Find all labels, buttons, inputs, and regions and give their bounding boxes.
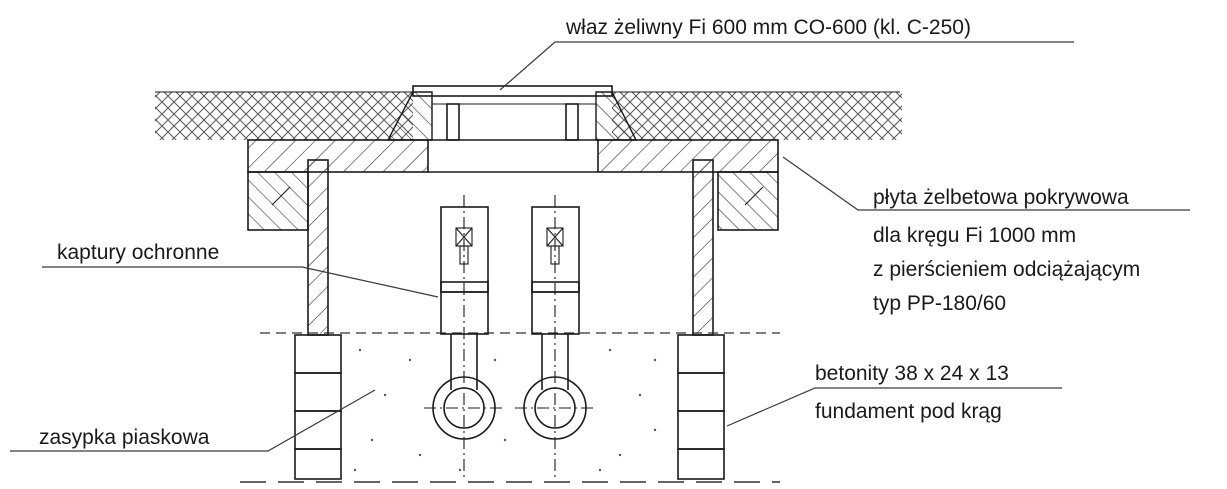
label-cover-slab-1: płyta żelbetowa pokrywowa xyxy=(873,186,1129,209)
leader-protective-caps xyxy=(42,266,439,298)
leader-concrete-blocks xyxy=(726,387,1062,427)
leader-manhole-cover xyxy=(499,41,1074,91)
label-manhole-cover: właz żeliwny Fi 600 mm CO-600 (kl. C-250… xyxy=(565,16,971,39)
leader-cover-slab xyxy=(782,156,1190,211)
label-sand-backfill: zasypka piaskowa xyxy=(39,426,210,449)
label-cover-slab-2: dla kręgu Fi 1000 mm xyxy=(873,224,1076,247)
soil-layer xyxy=(155,91,902,140)
label-cover-slab-3: z pierścieniem odciążającym xyxy=(873,258,1140,281)
label-protective-caps: kaptury ochronne xyxy=(57,241,219,264)
valve-assembly-2 xyxy=(515,195,595,480)
block-foundation-right xyxy=(677,334,725,480)
sand-backfill-area xyxy=(240,332,780,483)
label-cover-slab-4: typ PP-180/60 xyxy=(873,292,1006,315)
leader-sand-backfill xyxy=(10,389,376,452)
leader-lines xyxy=(10,41,1190,452)
valve-assembly-1 xyxy=(424,195,504,480)
label-concrete-blocks: betonity 38 x 24 x 13 xyxy=(815,362,1009,385)
manhole-cover xyxy=(386,85,638,141)
well-ring-walls xyxy=(307,159,714,336)
label-block-foundation: fundament pod krąg xyxy=(815,400,1002,423)
cover-slab xyxy=(247,139,779,173)
block-foundation-left xyxy=(294,334,342,480)
